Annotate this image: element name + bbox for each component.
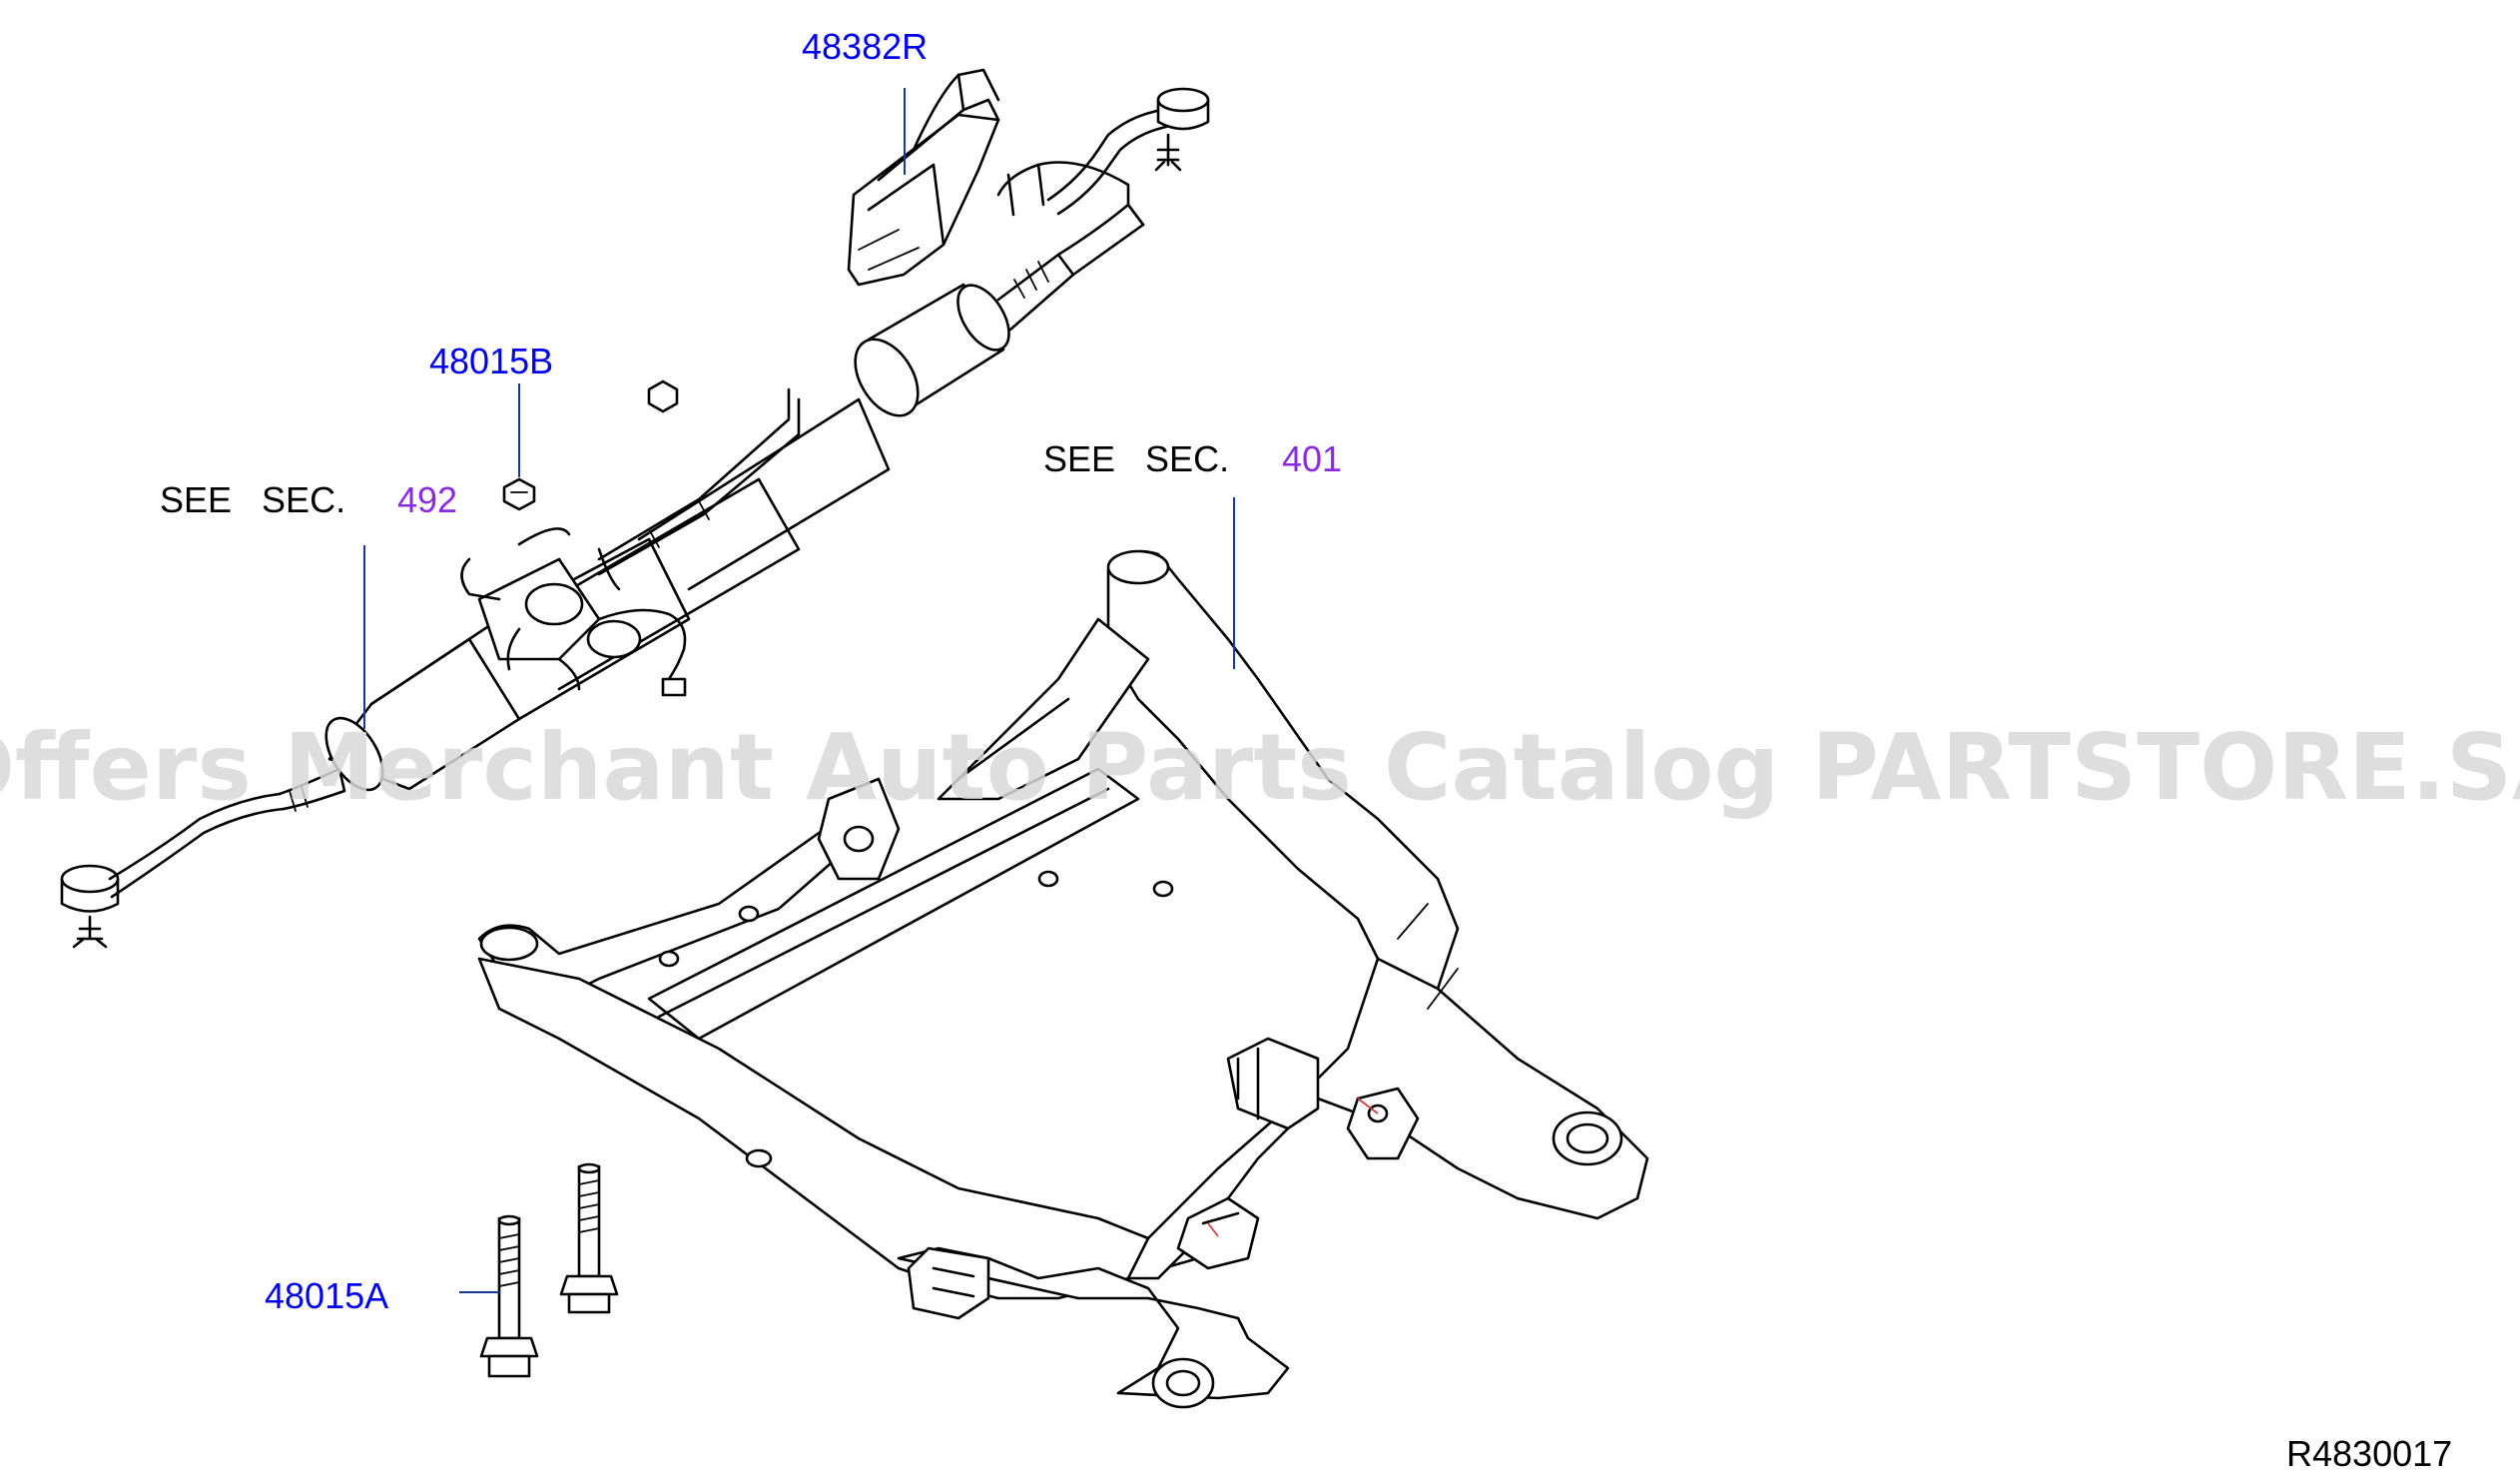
callout-48015B[interactable]: 48015B: [429, 341, 553, 381]
front-suspension-subframe[interactable]: [477, 549, 1649, 1409]
right-tie-rod: [996, 161, 1145, 227]
see-sec-label-left: SEE SEC.: [160, 479, 345, 520]
mounting-bolt-48015A-left[interactable]: [479, 1214, 539, 1378]
callout-48382R[interactable]: 48382R: [802, 26, 928, 67]
mounting-nut-48015B[interactable]: [502, 477, 536, 511]
leader-lines: [363, 88, 1235, 1293]
section-link-492[interactable]: 492: [397, 479, 457, 520]
valve-body: [460, 527, 687, 697]
see-sec-label-right: SEE SEC.: [1043, 438, 1229, 479]
upper-nut: [647, 379, 679, 413]
mounting-bolt-48015A-right[interactable]: [559, 1162, 619, 1314]
diagram-code: R4830017: [2286, 1433, 2452, 1474]
watermark: Offers Merchant Auto Parts Catalog PARTS…: [0, 714, 2520, 821]
left-tie-rod-end: [60, 767, 346, 949]
callout-48015A[interactable]: 48015A: [265, 1275, 388, 1316]
right-tie-rod-end: [1046, 87, 1210, 216]
hydraulic-lines: [597, 387, 801, 576]
heat-shield-48382R[interactable]: [847, 68, 1000, 287]
section-link-401[interactable]: 401: [1282, 438, 1342, 479]
